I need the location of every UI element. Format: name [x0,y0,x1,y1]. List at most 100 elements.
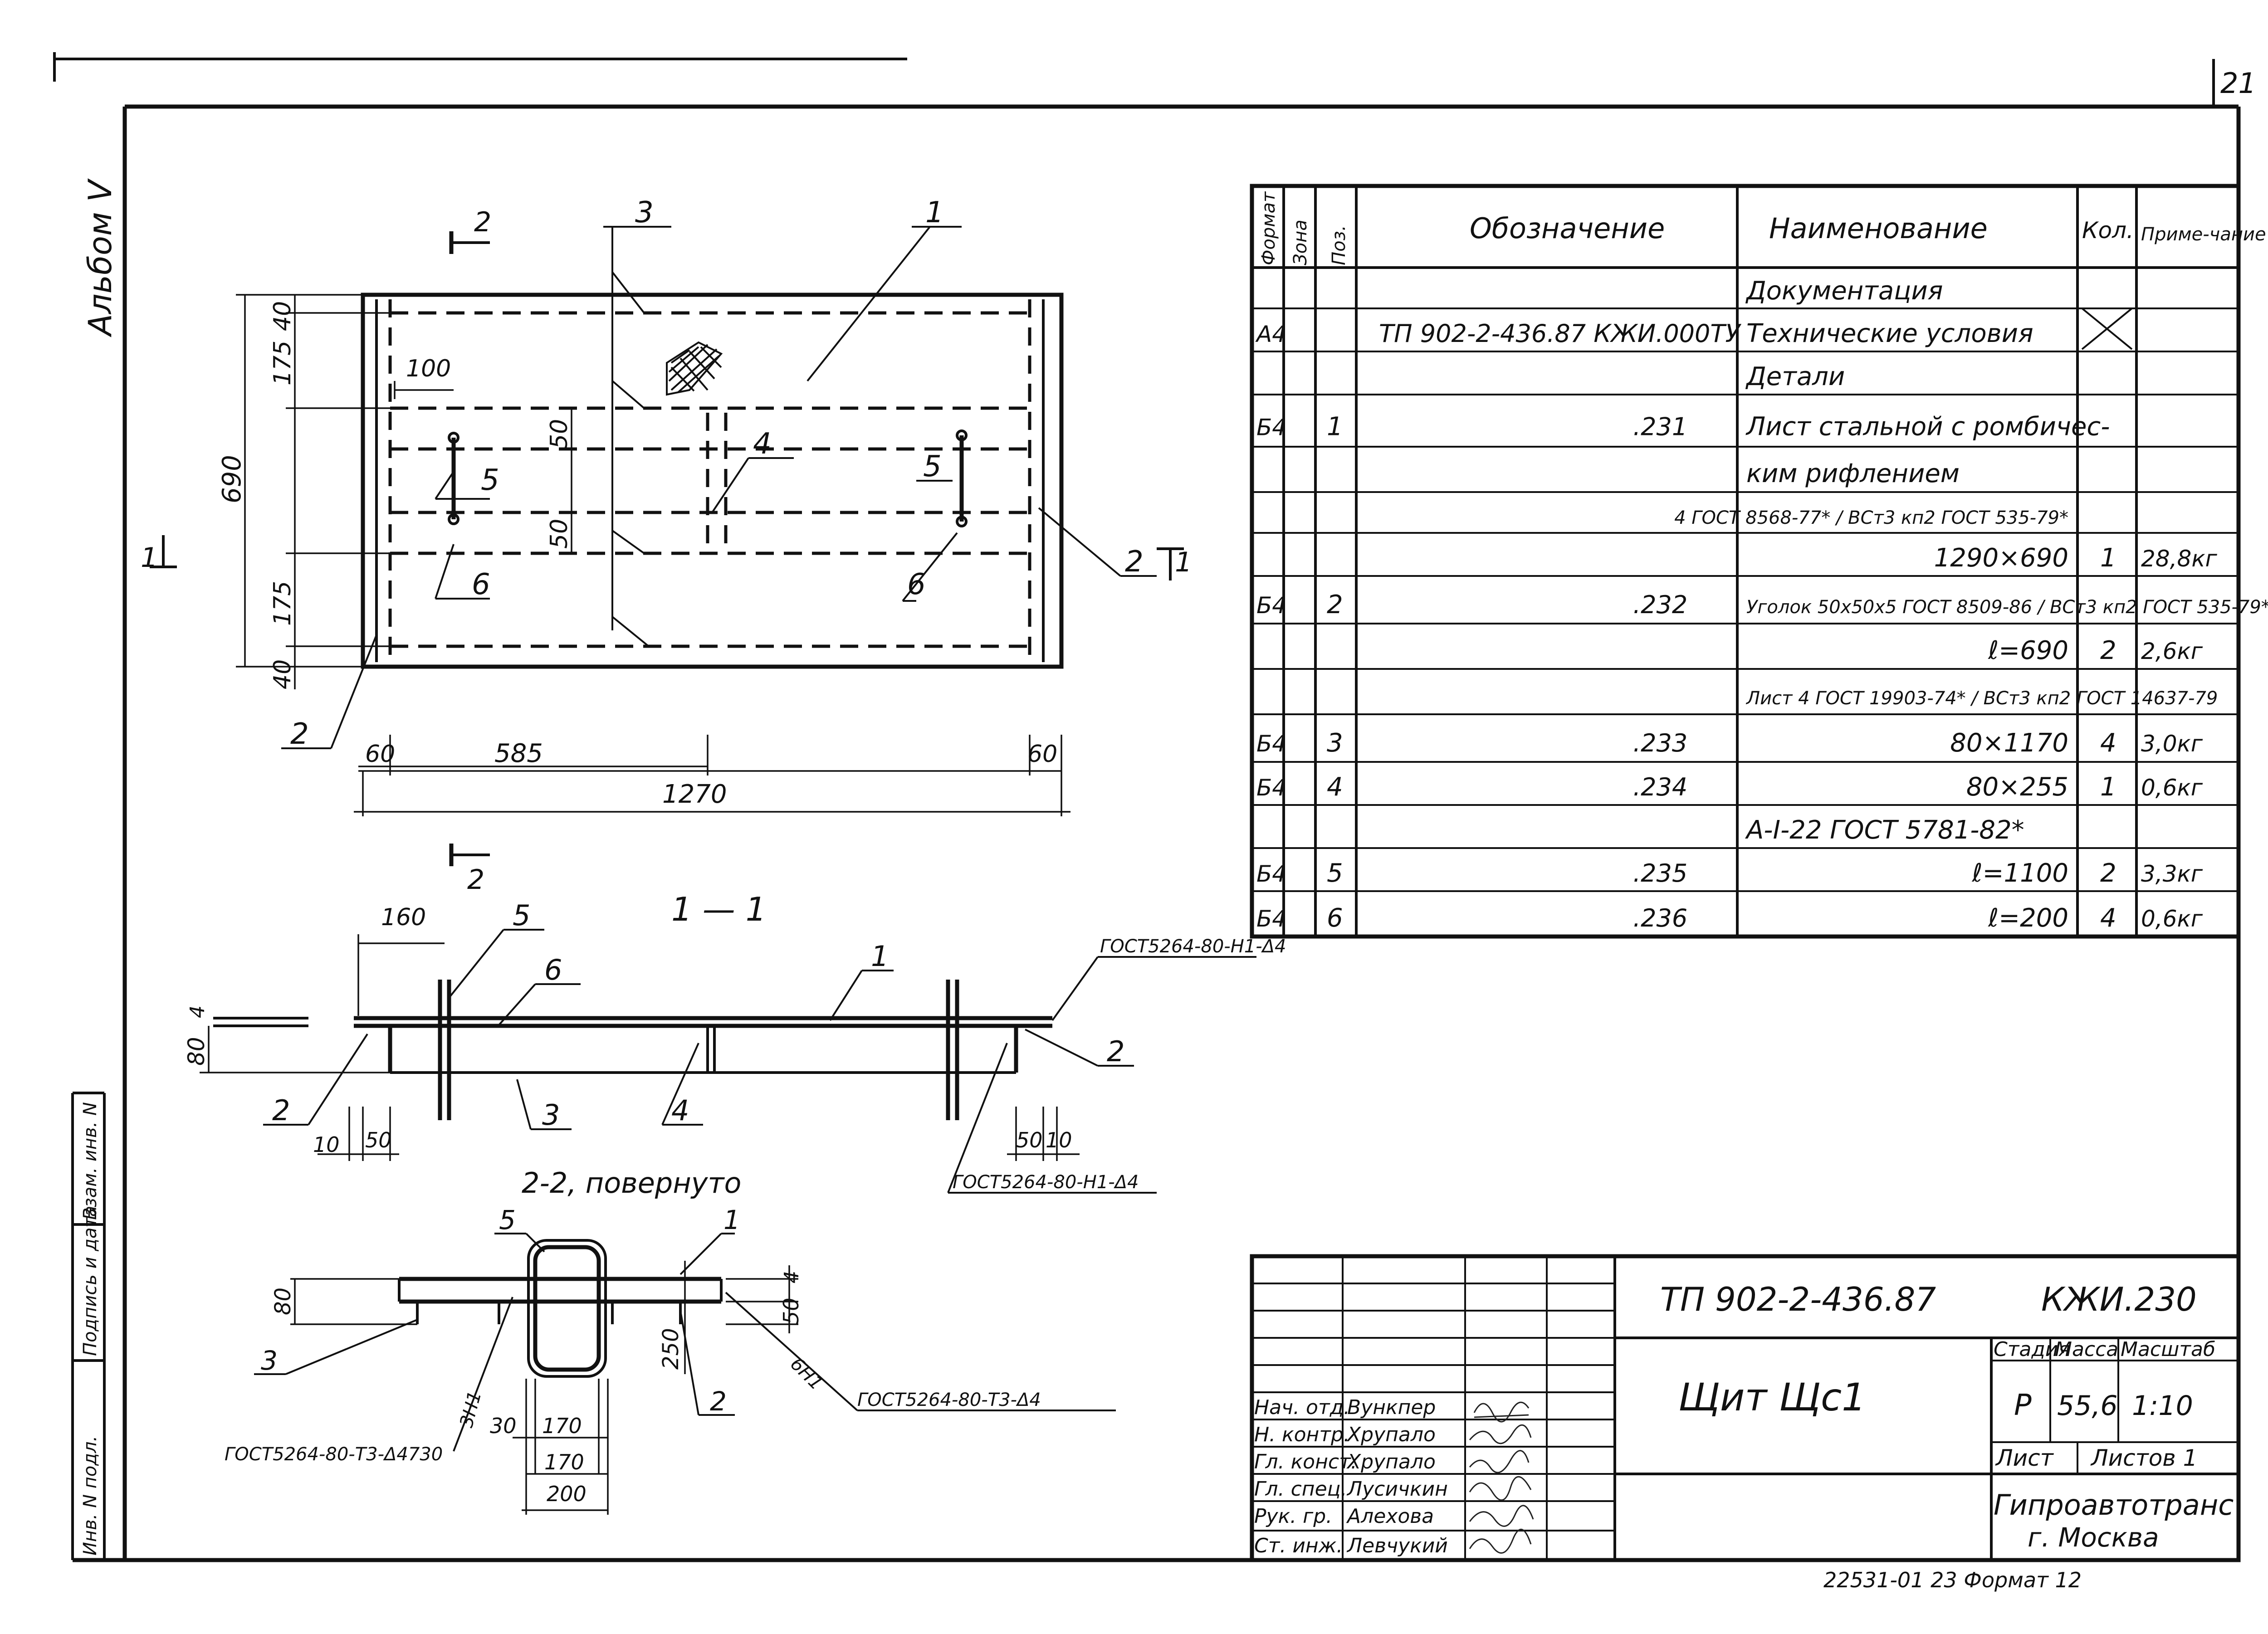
spec-cell-note: 0,6кг [2141,775,2203,801]
spec-cell-qty: 4 [2100,728,2116,758]
spec-header-designation: Обозначение [1470,212,1665,245]
s22-dim-170-a: 170 [542,1414,582,1438]
bottom-code: 22531-01 23 Формат 12 [1823,1568,2082,1592]
tb-scale-label: Масштаб [2121,1338,2215,1361]
spec-cell-name: ℓ=1100 [1971,858,2068,888]
section-2-2 [254,1233,1116,1515]
stamp-podpis-data: Подпись и дата [80,1206,101,1356]
s22-dim-250: 250 [658,1328,684,1370]
pos-6-label-right: 6 [907,568,926,601]
s22-dim-30: 30 [490,1414,517,1438]
spec-header-qty: Кол. [2082,217,2134,244]
s22-weld-3h1: 3Н1 [456,1389,485,1429]
section-1-1 [200,929,1256,1194]
spec-cell-qty: 1 [2100,543,2116,573]
rhombic-pattern-hatch [666,341,723,396]
tb-sheet-label: Лист [1995,1445,2054,1471]
tb-org: Гипроавтотранс [1994,1488,2234,1522]
section-mark-1-left: 1 [141,542,158,574]
tb-person-name: Левчукий [1346,1534,1448,1557]
spec-cell-name: Лист 4 ГОСТ 19903-74* / ВСт3 кп2 ГОСТ 14… [1745,688,2218,709]
pos-5-label-left: 5 [481,463,499,497]
spec-cell-name: ℓ=690 [1988,636,2068,665]
dim-60-b: 60 [1027,741,1057,768]
s11-dim-50-a: 50 [365,1128,392,1152]
spec-header-note: Приме-чание [2141,224,2266,245]
spec-cell-name: Документация [1745,276,1943,306]
s11-pos-2-left: 2 [272,1094,290,1127]
spec-cell-note: 3,0кг [2141,731,2203,757]
tb-person-name: Хрупало [1346,1450,1436,1473]
spec-cell-note: 28,8кг [2141,546,2218,572]
spec-cell-pos: 6 [1327,903,1343,933]
tb-role: Рук. гр. [1254,1505,1332,1528]
spec-cell-qty: 1 [2100,772,2116,802]
tb-role: Ст. инж. [1254,1534,1343,1557]
spec-cell-pos: 5 [1327,858,1343,888]
album-label: Альбом V [82,178,119,337]
s11-pos-4: 4 [671,1094,689,1127]
spec-cell-designation: .235 [1633,859,1687,888]
spec-cell-name: Уголок 50х50х5 ГОСТ 8509-86 / ВСт3 кп2 Г… [1746,597,2268,618]
tb-role: Н. контр. [1254,1423,1350,1446]
tb-sheet-code: КЖИ.230 [2041,1280,2197,1318]
tb-sheets-label: Листов 1 [2090,1445,2197,1471]
pos-3-label: 3 [635,196,654,229]
dim-60-a: 60 [365,741,395,768]
spec-cell-name: Технические условия [1746,319,2033,348]
dim-1270: 1270 [662,780,727,809]
section-mark-1-right: 1 [1175,546,1192,578]
spec-cell-format: Б4 [1256,861,1286,887]
spec-cell-name: 80×255 [1966,772,2068,802]
spec-cell-pos: 4 [1327,772,1343,802]
spec-cell-name: А-I-22 ГОСТ 5781-82* [1745,815,2024,845]
spec-header-format: Формат [1258,191,1279,265]
spec-header-pos: Поз. [1329,225,1349,265]
spec-cell-designation: .231 [1633,413,1687,441]
spec-cell-note: 2,6кг [2141,638,2203,664]
spec-cell-name: ℓ=200 [1988,903,2068,933]
spec-cell-format: Б4 [1256,415,1286,441]
spec-cell-format: Б4 [1256,906,1286,932]
tb-city: г. Москва [2028,1522,2159,1553]
section-1-1-title: 1 — 1 [671,890,766,928]
pos-2-label-left: 2 [290,717,309,751]
s22-dim-4: 4 [780,1271,803,1283]
s22-gost-right: ГОСТ5264-80-Т3-Δ4 [857,1390,1041,1410]
tb-person-name: Лусичкин [1346,1478,1448,1501]
s22-pos-1: 1 [723,1205,740,1235]
s11-gost-top: ГОСТ5264-80-Н1-Δ4 [1100,936,1286,957]
spec-cell-designation: .233 [1633,729,1687,757]
stamp-inv-podl: Инв. N подл. [80,1436,101,1556]
dim-100: 100 [406,355,451,382]
spec-cell-format: Б4 [1256,775,1286,801]
spec-cell-qty: 4 [2100,903,2116,933]
s11-dim-160: 160 [381,904,426,931]
tb-mass-label: Масса [2055,1338,2118,1361]
s11-pos-6: 6 [544,953,562,986]
spec-cell-name: Лист стальной с ромбичес- [1745,412,2110,442]
s22-pos-5: 5 [499,1205,516,1235]
s22-pos-2: 2 [710,1386,727,1417]
spec-cell-name: 1290×690 [1934,543,2068,573]
dim-175-a: 175 [269,341,296,385]
tb-stage-label: Стадия [1994,1338,2070,1361]
tb-mass: 55,6 [2057,1390,2118,1422]
s11-dim-10-b: 10 [1046,1128,1072,1152]
s22-pos-3: 3 [261,1345,278,1376]
spec-cell-designation: .236 [1633,904,1687,932]
dim-50-b: 50 [546,519,573,549]
s22-dim-200: 200 [547,1482,587,1506]
page-number: 21 [2220,67,2256,100]
spec-cell-name: Детали [1745,362,1845,391]
tb-scale: 1:10 [2132,1390,2193,1422]
stamp-vzam-inv: Взам. инв. N [80,1102,101,1220]
section-mark-2-bottom: 2 [467,864,484,896]
dim-175-b: 175 [269,581,296,626]
spec-header-zone: Зона [1290,219,1311,265]
spec-cell-name: ким рифлением [1746,459,1960,488]
tb-stage: Р [2014,1389,2032,1422]
dim-50-a: 50 [546,419,573,449]
